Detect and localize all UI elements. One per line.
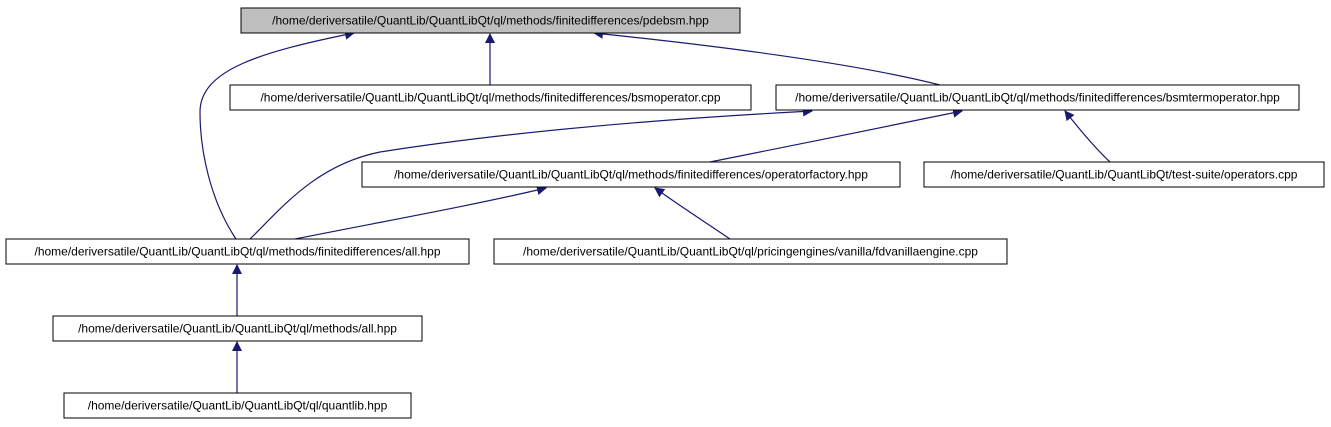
- edge-fdall-to-operatorfactory: [294, 185, 547, 240]
- node-fdvanilla[interactable]: /home/deriversatile/QuantLib/QuantLibQt/…: [493, 238, 1008, 265]
- node-box: [5, 238, 470, 265]
- node-bsmtermoperator[interactable]: /home/deriversatile/QuantLib/QuantLibQt/…: [775, 84, 1300, 111]
- node-label: /home/deriversatile/QuantLib/QuantLibQt/…: [260, 91, 720, 105]
- nodes-layer: /home/deriversatile/QuantLib/QuantLibQt/…: [5, 7, 1325, 419]
- node-label: /home/deriversatile/QuantLib/QuantLibQt/…: [951, 168, 1298, 182]
- node-methodsall[interactable]: /home/deriversatile/QuantLib/QuantLibQt/…: [52, 315, 423, 342]
- node-box: [923, 161, 1325, 188]
- node-box: [775, 84, 1300, 111]
- edges-layer: [199, 28, 1111, 393]
- node-bsmoperator[interactable]: /home/deriversatile/QuantLib/QuantLibQt/…: [229, 84, 752, 111]
- node-box: [63, 392, 412, 419]
- edge-fdvanilla-to-operatorfactory: [654, 187, 731, 240]
- node-label: /home/deriversatile/QuantLib/QuantLibQt/…: [272, 14, 709, 28]
- node-label: /home/deriversatile/QuantLib/QuantLibQt/…: [34, 245, 440, 259]
- node-box: [493, 238, 1008, 265]
- node-quantlib[interactable]: /home/deriversatile/QuantLib/QuantLibQt/…: [63, 392, 412, 419]
- node-label: /home/deriversatile/QuantLib/QuantLibQt/…: [394, 168, 868, 182]
- node-operatorfactory[interactable]: /home/deriversatile/QuantLib/QuantLibQt/…: [361, 161, 901, 188]
- node-operators[interactable]: /home/deriversatile/QuantLib/QuantLibQt/…: [923, 161, 1325, 188]
- node-box: [52, 315, 423, 342]
- node-fdall[interactable]: /home/deriversatile/QuantLib/QuantLibQt/…: [5, 238, 470, 265]
- node-label: /home/deriversatile/QuantLib/QuantLibQt/…: [795, 91, 1280, 105]
- edge-operatorfactory-to-bsmtermoperator: [709, 107, 963, 163]
- node-label: /home/deriversatile/QuantLib/QuantLibQt/…: [78, 322, 397, 336]
- edge-fdall-to-pdebsm: [199, 29, 355, 240]
- node-box: [361, 161, 901, 188]
- node-box: [229, 84, 752, 111]
- edge-bsmtermoperator-to-pdebsm: [593, 28, 941, 86]
- edge-operators-to-bsmtermoperator: [1064, 110, 1111, 163]
- edge-fdall-to-bsmtermoperator: [249, 106, 813, 240]
- node-pdebsm: /home/deriversatile/QuantLib/QuantLibQt/…: [240, 7, 741, 34]
- node-label: /home/deriversatile/QuantLib/QuantLibQt/…: [523, 245, 978, 259]
- node-box: [240, 7, 741, 34]
- node-label: /home/deriversatile/QuantLib/QuantLibQt/…: [88, 399, 388, 413]
